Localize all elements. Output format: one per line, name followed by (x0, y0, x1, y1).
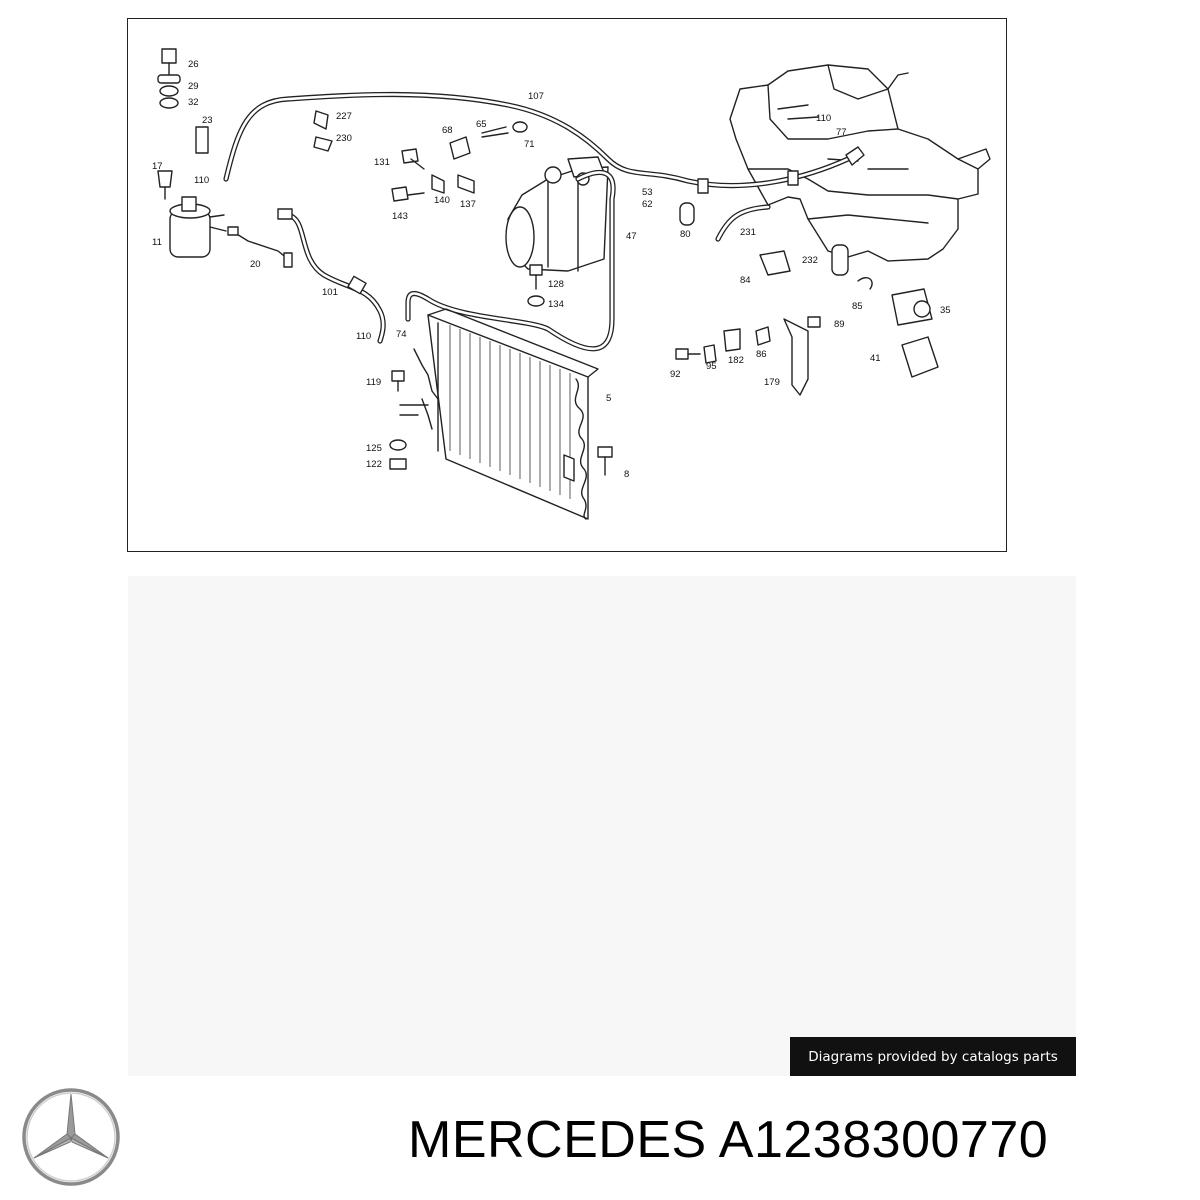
callout-label: 84 (740, 275, 751, 286)
mercedes-star-logo (20, 1086, 122, 1193)
line-47 (405, 170, 616, 352)
callout-label: 35 (940, 305, 951, 316)
callout-label: 232 (802, 255, 818, 266)
image-background (128, 576, 1076, 1076)
callout-label: 8 (624, 469, 629, 480)
callout-label: 62 (642, 199, 653, 210)
callout-label: 32 (188, 97, 199, 108)
callout-label: 140 (434, 195, 450, 206)
parts-diagram: 26 29 32 23 17 110 11 20 227 230 131 68 … (127, 18, 1007, 552)
callout-label: 5 (606, 393, 611, 404)
callout-label: 143 (392, 211, 408, 222)
callout-label: 227 (336, 111, 352, 122)
callout-label: 110 (816, 113, 831, 124)
callout-label: 92 (670, 369, 681, 380)
callout-label: 95 (706, 361, 717, 372)
callout-label: 68 (442, 125, 453, 136)
callout-label: 231 (740, 227, 756, 238)
callout-label: 131 (374, 157, 390, 168)
hose-101 (277, 208, 386, 344)
callout-label: 85 (852, 301, 863, 312)
callout-label: 89 (834, 319, 845, 330)
callout-label: 122 (366, 459, 382, 470)
callout-label: 26 (188, 59, 199, 70)
diagram-drawing: 26 29 32 23 17 110 11 20 227 230 131 68 … (152, 48, 991, 520)
callout-label: 47 (626, 231, 637, 242)
callout-label: 128 (548, 279, 564, 290)
callout-label: 119 (366, 377, 381, 388)
callout-label: 134 (548, 299, 564, 310)
bolt-8 (597, 446, 613, 476)
callout-label: 71 (524, 139, 535, 150)
callout-label: 11 (152, 237, 162, 248)
switch-fittings (157, 48, 209, 200)
callout-label: 86 (756, 349, 767, 360)
attribution-badge: Diagrams provided by catalogs parts (790, 1037, 1076, 1076)
callout-label: 137 (460, 199, 476, 210)
callout-label: 107 (528, 91, 544, 102)
callout-label: 41 (870, 353, 881, 364)
part-number-title: MERCEDES A1238300770 (408, 1111, 1049, 1169)
condenser-bolts (389, 348, 439, 470)
callout-labels: 26 29 32 23 17 110 11 20 227 230 131 68 … (152, 59, 951, 480)
callout-label: 29 (188, 81, 199, 92)
callout-label: 23 (202, 115, 213, 126)
callout-label: 20 (250, 259, 261, 270)
receiver-drier (169, 196, 227, 258)
callout-label: 77 (836, 127, 847, 138)
callout-label: 101 (322, 287, 338, 298)
callout-label: 80 (680, 229, 691, 240)
callout-label: 53 (642, 187, 653, 198)
callout-label: 110 (194, 175, 209, 186)
callout-label: 182 (728, 355, 744, 366)
callout-label: 74 (396, 329, 407, 340)
callout-label: 230 (336, 133, 352, 144)
callout-label: 179 (764, 377, 780, 388)
callout-label: 125 (366, 443, 382, 454)
condenser (427, 308, 599, 520)
engine-block (729, 64, 991, 262)
callout-label: 17 (152, 161, 163, 172)
callout-label: 110 (356, 331, 371, 342)
callout-label: 65 (476, 119, 487, 130)
right-components (675, 202, 939, 396)
sensor-20 (227, 226, 293, 268)
refrigerant-line-107 (223, 91, 865, 194)
center-fittings (449, 121, 545, 307)
brackets-143-140-137 (313, 110, 475, 202)
